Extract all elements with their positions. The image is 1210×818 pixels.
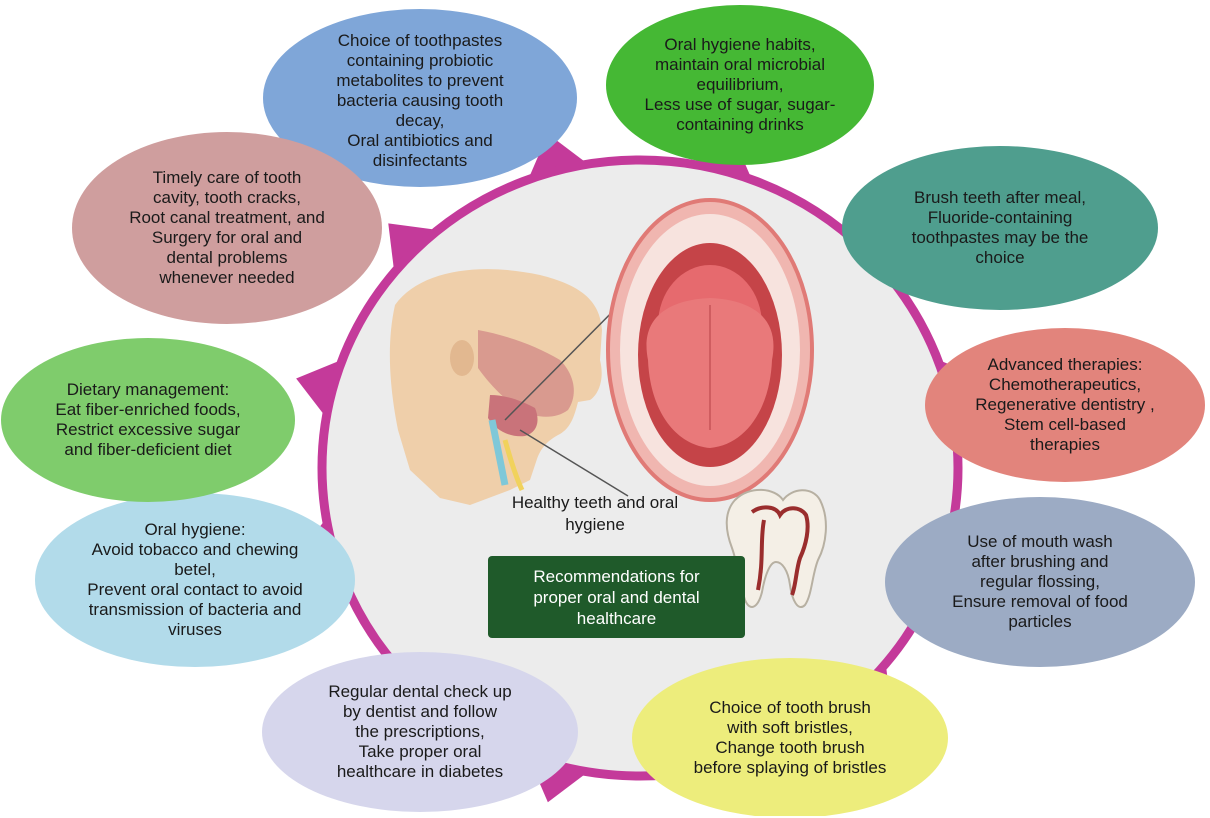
bubble-text: Choice of toothpastes containing probiot… (336, 31, 503, 171)
bubble-oral-hygiene-habits: Oral hygiene habits, maintain oral micro… (606, 5, 874, 165)
bubble-advanced-therapies: Advanced therapies: Chemotherapeutics, R… (925, 328, 1205, 482)
bubble-text: Brush teeth after meal, Fluoride-contain… (912, 188, 1089, 268)
recommendation-text: Recommendations for proper oral and dent… (533, 566, 699, 629)
bubble-text: Dietary management: Eat fiber-enriched f… (55, 380, 240, 460)
bubble-tooth-brush: Choice of tooth brush with soft bristles… (632, 658, 948, 818)
bubble-mouth-wash: Use of mouth wash after brushing and reg… (885, 497, 1195, 667)
bubble-text: Regular dental check up by dentist and f… (328, 682, 511, 782)
open-mouth-icon (608, 200, 812, 500)
bubble-timely-care: Timely care of tooth cavity, tooth crack… (72, 132, 382, 324)
bubble-oral-hygiene-tobacco: Oral hygiene: Avoid tobacco and chewing … (35, 493, 355, 667)
bubble-brush-after-meal: Brush teeth after meal, Fluoride-contain… (842, 146, 1158, 310)
bubble-text: Use of mouth wash after brushing and reg… (952, 532, 1128, 632)
bubble-dental-checkup: Regular dental check up by dentist and f… (262, 652, 578, 812)
bubble-dietary-management: Dietary management: Eat fiber-enriched f… (1, 338, 295, 502)
bubble-text: Advanced therapies: Chemotherapeutics, R… (975, 355, 1155, 455)
center-label: Healthy teeth and oral hygiene (495, 492, 695, 536)
bubble-text: Choice of tooth brush with soft bristles… (694, 698, 887, 778)
bubble-text: Timely care of tooth cavity, tooth crack… (129, 168, 325, 288)
recommendation-box: Recommendations for proper oral and dent… (488, 556, 745, 638)
bubble-text: Oral hygiene: Avoid tobacco and chewing … (87, 520, 302, 640)
bubble-text: Oral hygiene habits, maintain oral micro… (645, 35, 836, 135)
